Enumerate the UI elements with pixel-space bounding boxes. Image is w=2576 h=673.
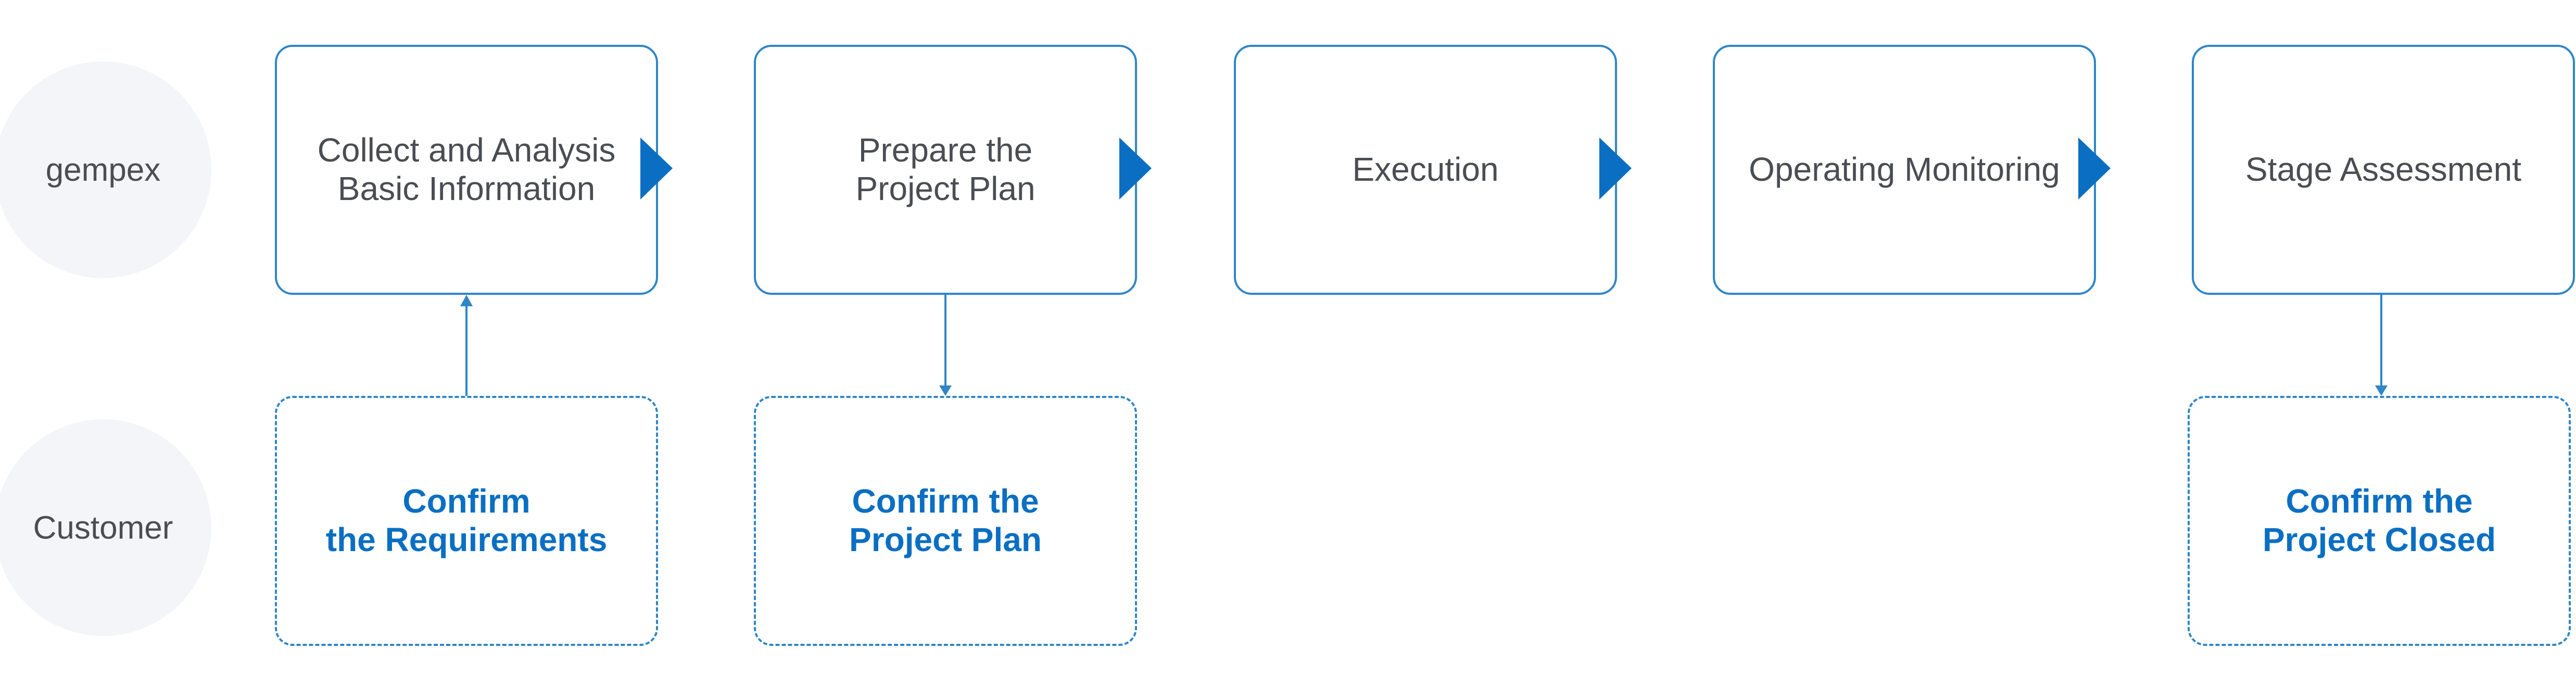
arrow-down-icon [939,385,952,396]
lane-customer: Customer [0,419,211,636]
step-label-line1: Execution [1352,151,1499,189]
flow-arrow-icon [1119,138,1152,200]
step-label-line1: Operating Monitoring [1749,151,2060,189]
step-label-line2: Basic Information [337,170,596,207]
arrow-down-icon [2375,385,2388,396]
flow-arrow-icon [2078,138,2111,200]
step-operating-monitoring: Operating Monitoring [1713,45,2096,295]
confirm-project-closed: Confirm the Project Closed [2188,396,2571,646]
step-prepare-plan: Prepare the Project Plan [754,45,1137,295]
confirm-requirements: Confirm the Requirements [275,396,658,646]
confirm-label-line1: Confirm the [852,482,1039,520]
flow-arrow-icon [1599,138,1632,200]
lane-gempex: gempex [0,61,211,278]
flow-arrow-icon [640,138,673,200]
confirm-label-line2: Project Closed [2262,521,2496,558]
step-label-line2: Project Plan [855,170,1036,207]
lane-gempex-label: gempex [45,152,161,188]
confirm-label-line1: Confirm [402,482,531,520]
confirm-label-line1: Confirm the [2285,482,2473,520]
arrow-up-icon [460,295,473,306]
confirm-label-line2: the Requirements [325,521,608,558]
step-stage-assessment: Stage Assessment [2192,45,2575,295]
step-label-line1: Prepare the [858,131,1033,169]
step-label-line1: Collect and Analysis [317,131,616,169]
confirm-project-plan: Confirm the Project Plan [754,396,1137,646]
step-label-line1: Stage Assessment [2245,151,2522,189]
lane-customer-label: Customer [33,509,173,546]
confirm-label-line2: Project Plan [849,521,1042,558]
